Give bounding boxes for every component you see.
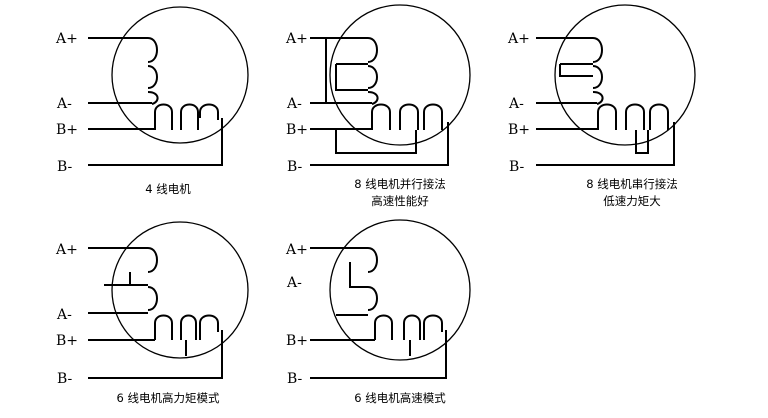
terminal-a-plus: A+ <box>285 242 308 258</box>
diagram-8-wire-series: A+ A- B+ B- 8 线电机串行接法 低速力矩大 <box>507 4 696 208</box>
coil-a <box>367 37 379 105</box>
caption-line-1: 6 线电机高力矩模式 <box>117 391 220 405</box>
terminal-a-minus: A- <box>56 307 72 323</box>
coil-b <box>597 103 669 130</box>
caption-line-1: 8 线电机串行接法 <box>586 177 677 191</box>
motor-circle <box>111 6 249 144</box>
terminal-b-minus: B- <box>509 159 525 175</box>
coil-b <box>154 314 219 340</box>
wire-a-minus <box>336 262 368 316</box>
wire-b-minus <box>310 122 449 166</box>
wire-b-minus <box>88 118 223 166</box>
coil-a <box>147 247 158 311</box>
terminal-a-minus: A- <box>286 275 302 291</box>
coil-a <box>592 37 604 105</box>
terminal-b-plus: B+ <box>56 122 78 138</box>
wire-b-series <box>635 130 649 154</box>
terminal-a-minus: A- <box>56 96 72 112</box>
motor-circle <box>329 219 471 361</box>
terminal-b-minus: B- <box>57 371 73 387</box>
terminal-b-plus: B+ <box>508 122 530 138</box>
caption-line-1: 8 线电机并行接法 <box>354 177 445 191</box>
motor-circle <box>329 4 471 146</box>
terminal-a-plus: A+ <box>55 242 78 258</box>
caption-line-1: 6 线电机高速模式 <box>354 391 446 405</box>
wire-b-plus <box>310 128 417 154</box>
wire-b-minus <box>88 330 223 379</box>
diagram-6-wire-high-torque: A+ A- B+ B- 6 线电机高力矩模式 <box>55 221 249 405</box>
coil-b <box>154 103 219 130</box>
diagram-8-wire-parallel: A+ A- B+ B- 8 线电机并行接法 高速性能好 <box>285 4 471 208</box>
diagram-6-wire-high-speed: A+ A- B+ B- 6 线电机高速模式 <box>285 219 471 405</box>
coil-a <box>367 247 378 311</box>
terminal-b-plus: B+ <box>56 333 78 349</box>
coil-a <box>147 37 159 105</box>
wire-a-series <box>559 63 593 77</box>
terminal-b-minus: B- <box>287 159 303 175</box>
terminal-b-plus: B+ <box>286 333 308 349</box>
terminal-a-plus: A+ <box>507 31 530 47</box>
terminal-b-minus: B- <box>287 371 303 387</box>
terminal-b-plus: B+ <box>286 122 308 138</box>
diagram-4-wire: A+ A- B+ B- 4 线电机 <box>55 6 249 196</box>
wire-a-parallel <box>325 38 368 103</box>
caption-line-2: 高速性能好 <box>371 194 429 208</box>
terminal-a-minus: A- <box>508 96 524 112</box>
wire-b-minus <box>310 330 447 379</box>
caption-line-1: 4 线电机 <box>145 182 191 196</box>
terminal-a-minus: A- <box>286 96 302 112</box>
terminal-b-minus: B- <box>57 159 73 175</box>
caption-line-2: 低速力矩大 <box>603 194 661 208</box>
terminal-a-plus: A+ <box>55 31 78 47</box>
coil-b <box>374 314 443 340</box>
motor-circle <box>111 221 249 359</box>
motor-circle <box>554 4 696 146</box>
wire-b-minus <box>536 122 675 166</box>
wire-a-center-tap <box>104 272 148 286</box>
terminal-a-plus: A+ <box>285 31 308 47</box>
coil-b <box>371 103 443 130</box>
